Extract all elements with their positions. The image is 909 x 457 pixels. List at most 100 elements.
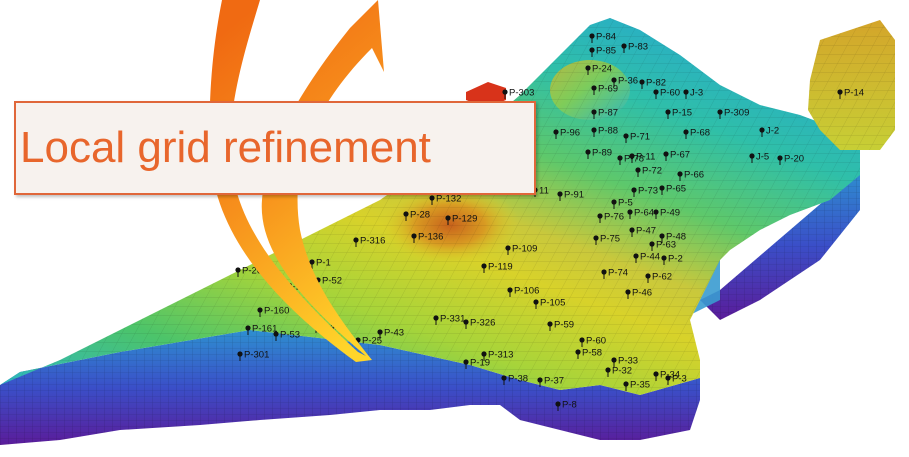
well-pin-icon [553,129,559,135]
well-label: J-2 [766,126,779,137]
well-pin-icon [777,155,783,161]
well-pin-icon [547,321,553,327]
well-pin-icon [617,155,623,161]
well-marker: P-132 [429,194,461,205]
well-pin-icon [639,79,645,85]
well-pin-icon [629,153,635,159]
well-label: P-106 [514,286,539,297]
well-pin-icon [463,319,469,325]
well-label: P-1 [316,258,331,269]
well-marker: P-5 [611,198,633,209]
well-pin-icon [445,215,451,221]
well-marker: P-331 [433,314,465,325]
well-label: P-48 [666,232,686,243]
well-marker: P-129 [445,214,477,225]
well-marker: P-38 [501,374,528,385]
well-marker: P-53 [273,330,300,341]
well-label: P-35 [630,380,650,391]
well-marker: P-64 [627,208,654,219]
well-pin-icon [629,227,635,233]
well-pin-icon [505,245,511,251]
well-marker: P-2 [661,254,683,265]
well-label: P-15 [672,108,692,119]
well-marker: P-73 [631,186,658,197]
well-label: P-72 [642,166,662,177]
well-label: P-3 [672,374,687,385]
well-marker: P-35 [623,380,650,391]
well-pin-icon [537,377,543,383]
well-label: P-105 [540,298,565,309]
well-label: P-83 [628,42,648,53]
well-label: P-68 [690,128,710,139]
well-label: P-331 [440,314,465,325]
well-marker: P-24 [585,64,612,75]
well-marker: P-1 [309,258,331,269]
well-marker: P-37 [537,376,564,387]
well-label: P-36 [618,76,638,87]
well-marker: P-88 [591,126,618,137]
well-label: P-67 [670,150,690,161]
well-label: P-52 [322,276,342,287]
well-pin-icon [665,375,671,381]
well-marker: P-32 [605,366,632,377]
well-label: P-301 [244,350,269,361]
well-marker: P-105 [533,298,565,309]
well-marker: P-58 [575,348,602,359]
well-marker: P-47 [629,226,656,237]
well-marker: P-76 [597,212,624,223]
well-marker: P-8 [555,400,577,411]
well-marker: P-44 [633,252,660,263]
well-label: P-136 [418,232,443,243]
well-label: P-33 [618,356,638,367]
well-marker: P-87 [591,108,618,119]
well-label: P-119 [488,262,513,273]
well-pin-icon [649,241,655,247]
well-pin-icon [591,127,597,133]
well-pin-icon [585,65,591,71]
well-pin-icon [717,109,723,115]
well-label: J-5 [756,152,769,163]
well-marker: P-65 [659,184,686,195]
well-pin-icon [631,187,637,193]
well-marker: P-82 [639,78,666,89]
well-marker: P-68 [683,128,710,139]
well-label: P-91 [564,190,584,201]
well-pin-icon [377,329,383,335]
well-marker: P-75 [593,234,620,245]
well-pin-icon [627,209,633,215]
well-marker: J-2 [759,126,779,137]
well-marker: P-316 [353,236,385,247]
well-pin-icon [481,351,487,357]
well-marker: P-89 [585,148,612,159]
well-marker: P-313 [481,350,513,361]
well-label: P-14 [844,88,864,99]
well-label: P-71 [630,132,650,143]
well-pin-icon [623,381,629,387]
well-marker: P-15 [665,108,692,119]
well-pin-icon [621,43,627,49]
well-pin-icon [837,89,843,95]
well-pin-icon [575,349,581,355]
callout-title: Local grid refinement [20,123,431,172]
well-marker: P-46 [625,288,652,299]
well-pin-icon [353,237,359,243]
well-pin-icon [463,359,469,365]
well-pin-icon [633,253,639,259]
well-label: P-316 [360,236,385,247]
well-marker: P-309 [717,108,749,119]
well-label: P-65 [666,184,686,195]
well-label: P-15 [286,282,306,293]
well-marker: P-67 [663,150,690,161]
well-label: P-5 [618,198,633,209]
well-label: P-49 [660,208,680,219]
well-marker: P-48 [659,232,686,243]
well-label: P-85 [596,46,616,57]
reservoir-surface [0,18,860,395]
well-marker: P-91 [557,190,584,201]
well-pin-icon [481,263,487,269]
well-pin-icon [659,185,665,191]
well-marker: P-71 [623,132,650,143]
well-pin-icon [623,133,629,139]
